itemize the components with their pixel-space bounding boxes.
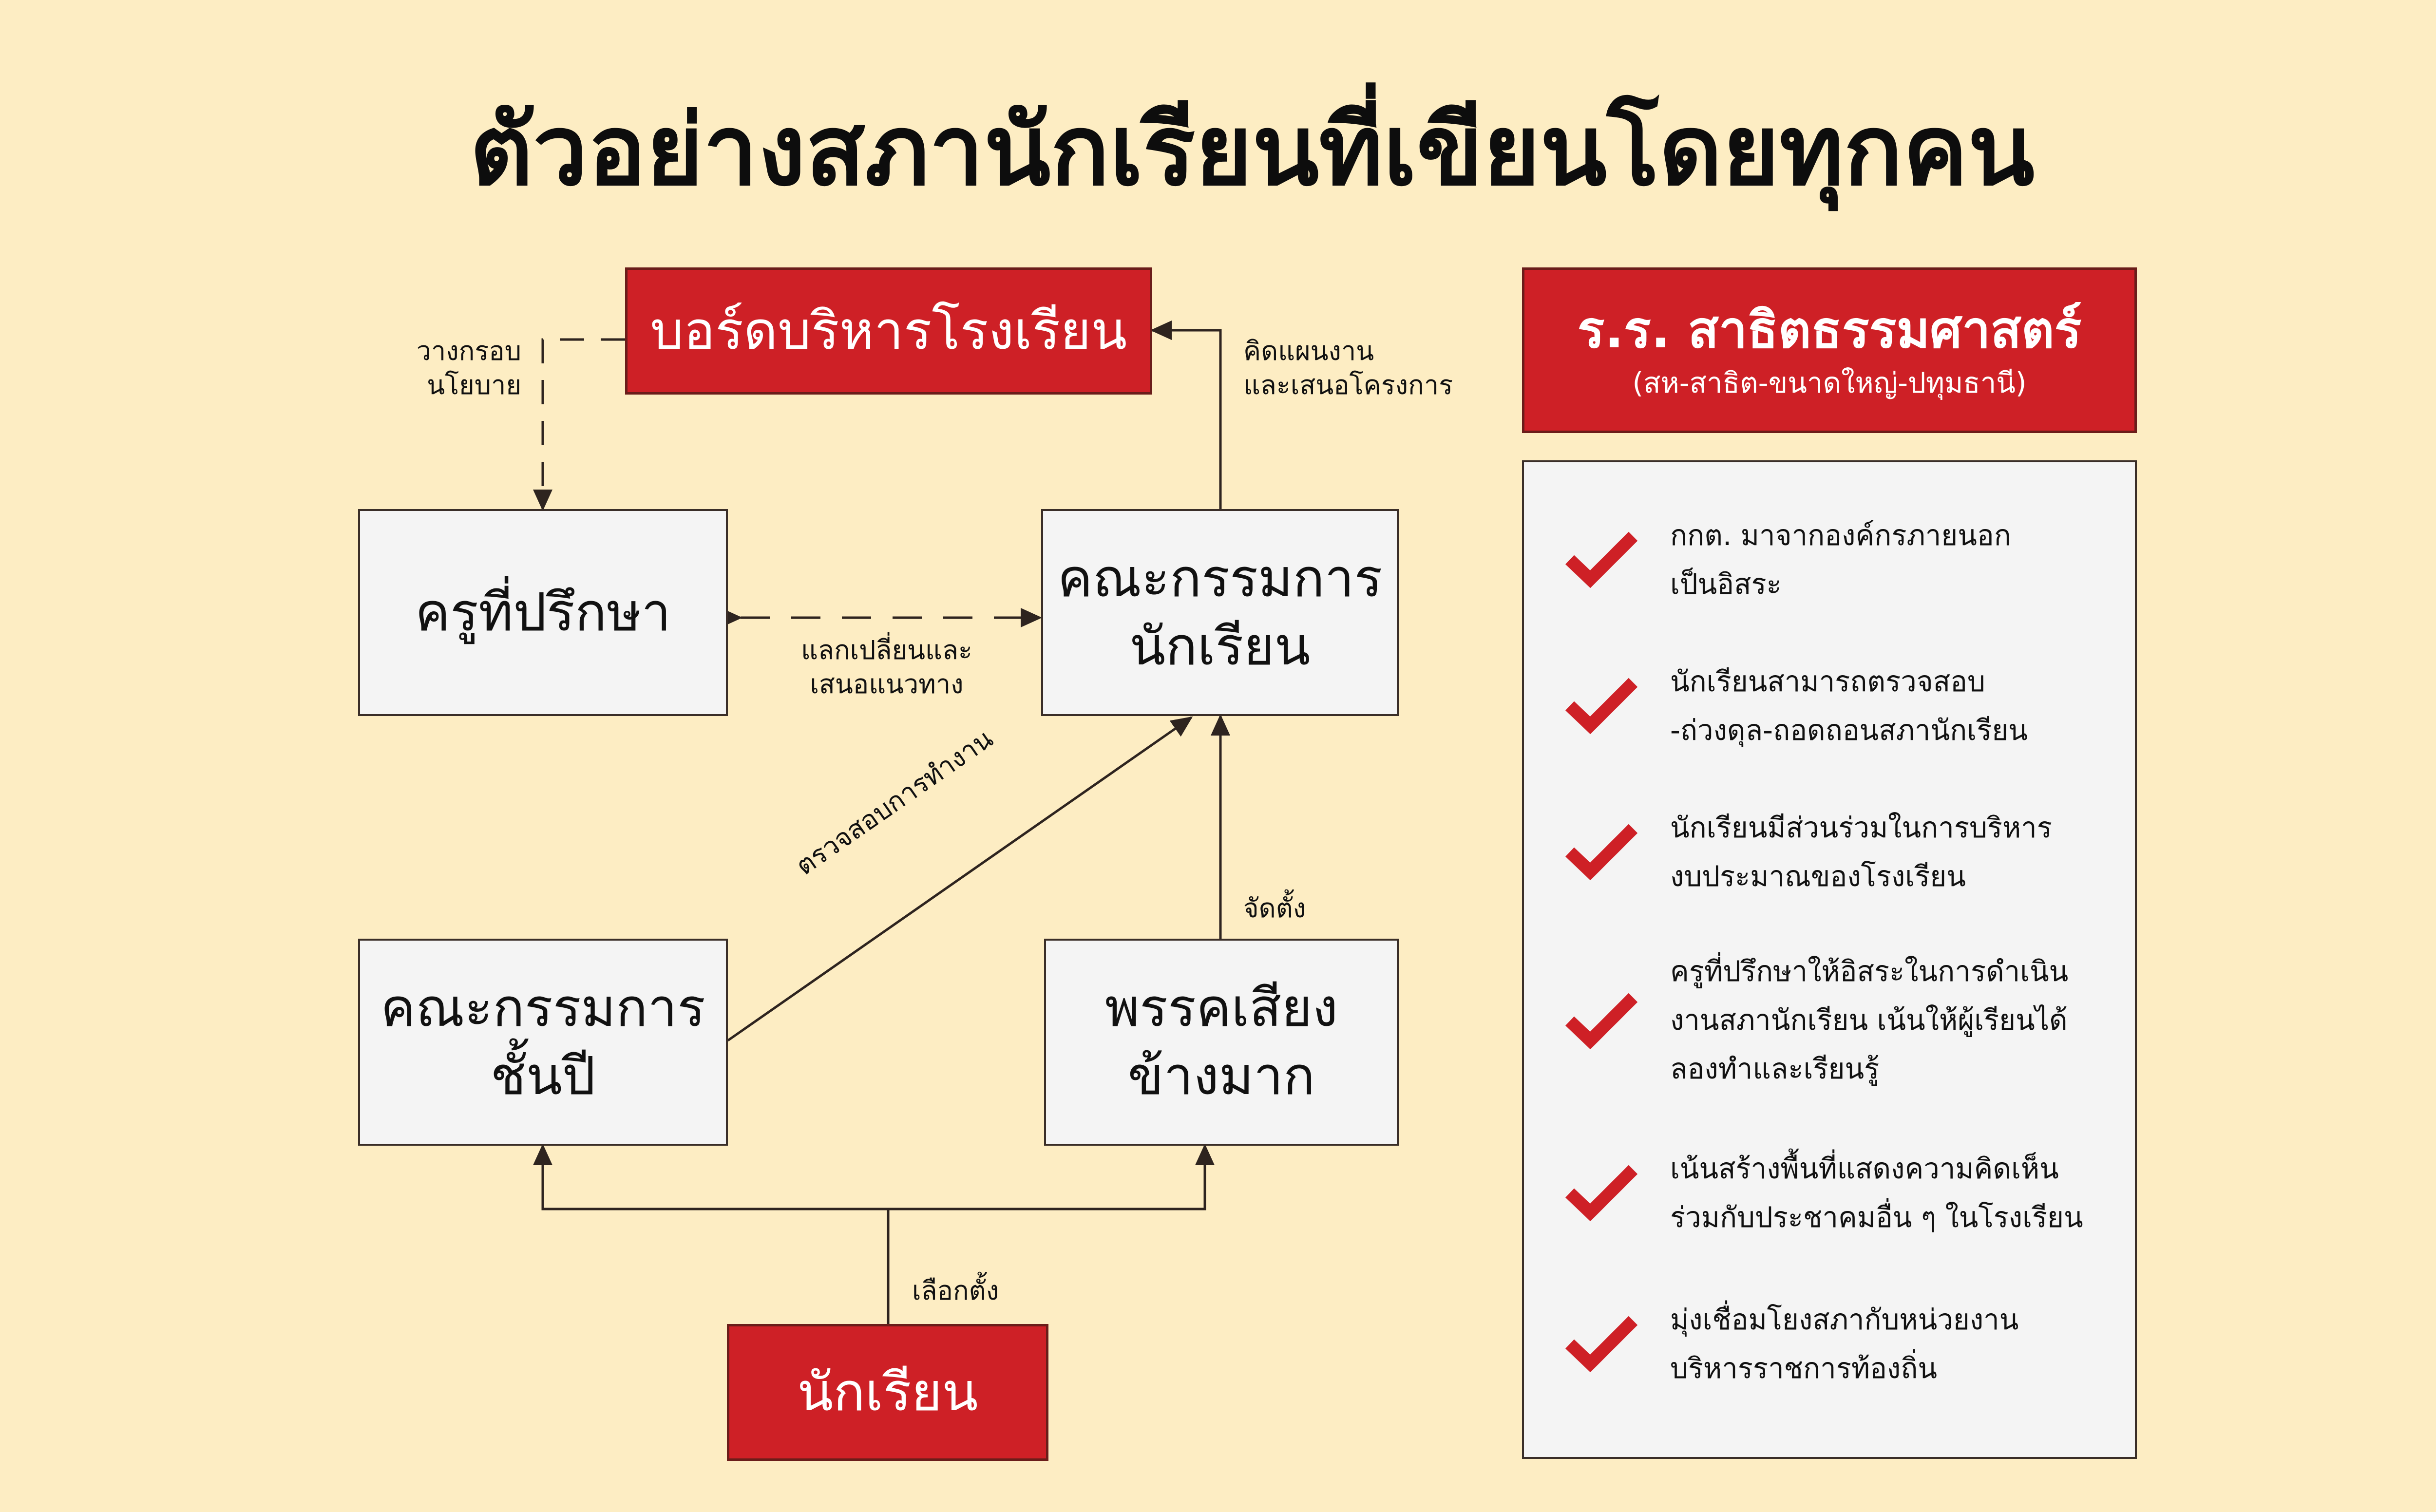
feature-line: ครูที่ปรึกษาให้อิสระในการดำเนิน — [1670, 955, 2069, 988]
council-node-label-2: นักเรียน — [1129, 616, 1311, 677]
feature-line: เน้นสร้างพื้นที่แสดงความคิดเห็น — [1670, 1152, 2059, 1185]
feature-line: บริหารราชการท้องถิ่น — [1670, 1352, 1937, 1385]
advisor-node: ครูที่ปรึกษา — [358, 509, 728, 716]
feature-line: ลองทำและเรียนรู้ — [1670, 1052, 1880, 1085]
majority-party-node: พรรคเสียง ข้างมาก — [1044, 939, 1399, 1146]
policy-label-line-2: นโยบาย — [427, 370, 521, 400]
check-icon — [1565, 531, 1638, 588]
feature-line: งบประมาณของโรงเรียน — [1670, 860, 1966, 893]
feature-line: -ถ่วงดุล-ถอดถอนสภานักเรียน — [1670, 714, 2028, 747]
check-icon — [1565, 678, 1638, 734]
feature-line: มุ่งเชื่อมโยงสภากับหน่วยงาน — [1670, 1303, 2019, 1336]
elect-edge-label: เลือกตั้ง — [912, 1275, 999, 1306]
check-icon — [1565, 1165, 1638, 1221]
party-node-label-1: พรรคเสียง — [1104, 977, 1338, 1039]
board-node-label: บอร์ดบริหารโรงเรียน — [650, 300, 1127, 361]
policy-edge-label: วางกรอบ นโยบาย — [380, 334, 521, 402]
council-node: คณะกรรมการ นักเรียน — [1041, 509, 1399, 716]
council-node-label-1: คณะกรรมการ — [1057, 548, 1383, 609]
establish-edge-label: จัดตั้ง — [1243, 893, 1306, 924]
exchange-label-line-2: เสนอแนวทาง — [810, 669, 964, 699]
exchange-edge-label: แลกเปลี่ยนและ เสนอแนวทาง — [760, 633, 1013, 701]
plan-label-line-2: และเสนอโครงการ — [1243, 370, 1453, 400]
grade-committee-node: คณะกรรมการ ชั้นปี — [358, 939, 728, 1146]
elect-edge-grade — [533, 1144, 888, 1210]
party-node-label-2: ข้างมาก — [1127, 1045, 1315, 1107]
grade-node-label-1: คณะกรรมการ — [380, 977, 706, 1039]
board-node: บอร์ดบริหารโรงเรียน — [625, 267, 1152, 395]
feature-line: เป็นอิสระ — [1670, 567, 1782, 601]
features-panel: กกต. มาจากองค์กรภายนอก เป็นอิสระ นักเรีย… — [1522, 460, 2137, 1459]
feature-line: ร่วมกับประชาคมอื่น ๆ ในโรงเรียน — [1670, 1201, 2083, 1234]
plan-edge-label: คิดแผนงาน และเสนอโครงการ — [1243, 334, 1453, 402]
feature-line: งานสภานักเรียน เน้นให้ผู้เรียนได้ — [1670, 1003, 2068, 1037]
check-icon — [1565, 824, 1638, 880]
plan-edge — [1150, 321, 1222, 509]
students-node: นักเรียน — [727, 1324, 1048, 1461]
grade-node-label-2: ชั้นปี — [490, 1045, 596, 1107]
school-name: ร.ร. สาธิตธรรมศาสตร์ — [1577, 300, 2082, 359]
students-node-label: นักเรียน — [797, 1361, 978, 1423]
advisor-node-label: ครูที่ปรึกษา — [415, 582, 671, 643]
exchange-label-line-1: แลกเปลี่ยนและ — [801, 635, 972, 665]
check-icon — [1565, 1316, 1638, 1372]
school-header: ร.ร. สาธิตธรรมศาสตร์ (สห-สาธิต-ขนาดใหญ่-… — [1522, 267, 2137, 433]
inspect-edge — [727, 716, 1193, 1042]
elect-edge-party — [888, 1144, 1215, 1210]
plan-label-line-1: คิดแผนงาน — [1243, 336, 1374, 366]
feature-line: นักเรียนมีส่วนร่วมในการบริหาร — [1670, 811, 2052, 844]
policy-label-line-1: วางกรอบ — [416, 336, 521, 366]
feature-line: นักเรียนสามารถตรวจสอบ — [1670, 665, 1985, 698]
page-title: ตัวอย่างสภานักเรียนที่เขียนโดยทุกคน — [470, 94, 2035, 208]
policy-edge — [533, 338, 625, 511]
check-icon — [1565, 993, 1638, 1049]
school-subtitle: (สห-สาธิต-ขนาดใหญ่-ปทุมธานี) — [1632, 366, 2027, 399]
feature-line: กกต. มาจากองค์กรภายนอก — [1670, 519, 2011, 552]
